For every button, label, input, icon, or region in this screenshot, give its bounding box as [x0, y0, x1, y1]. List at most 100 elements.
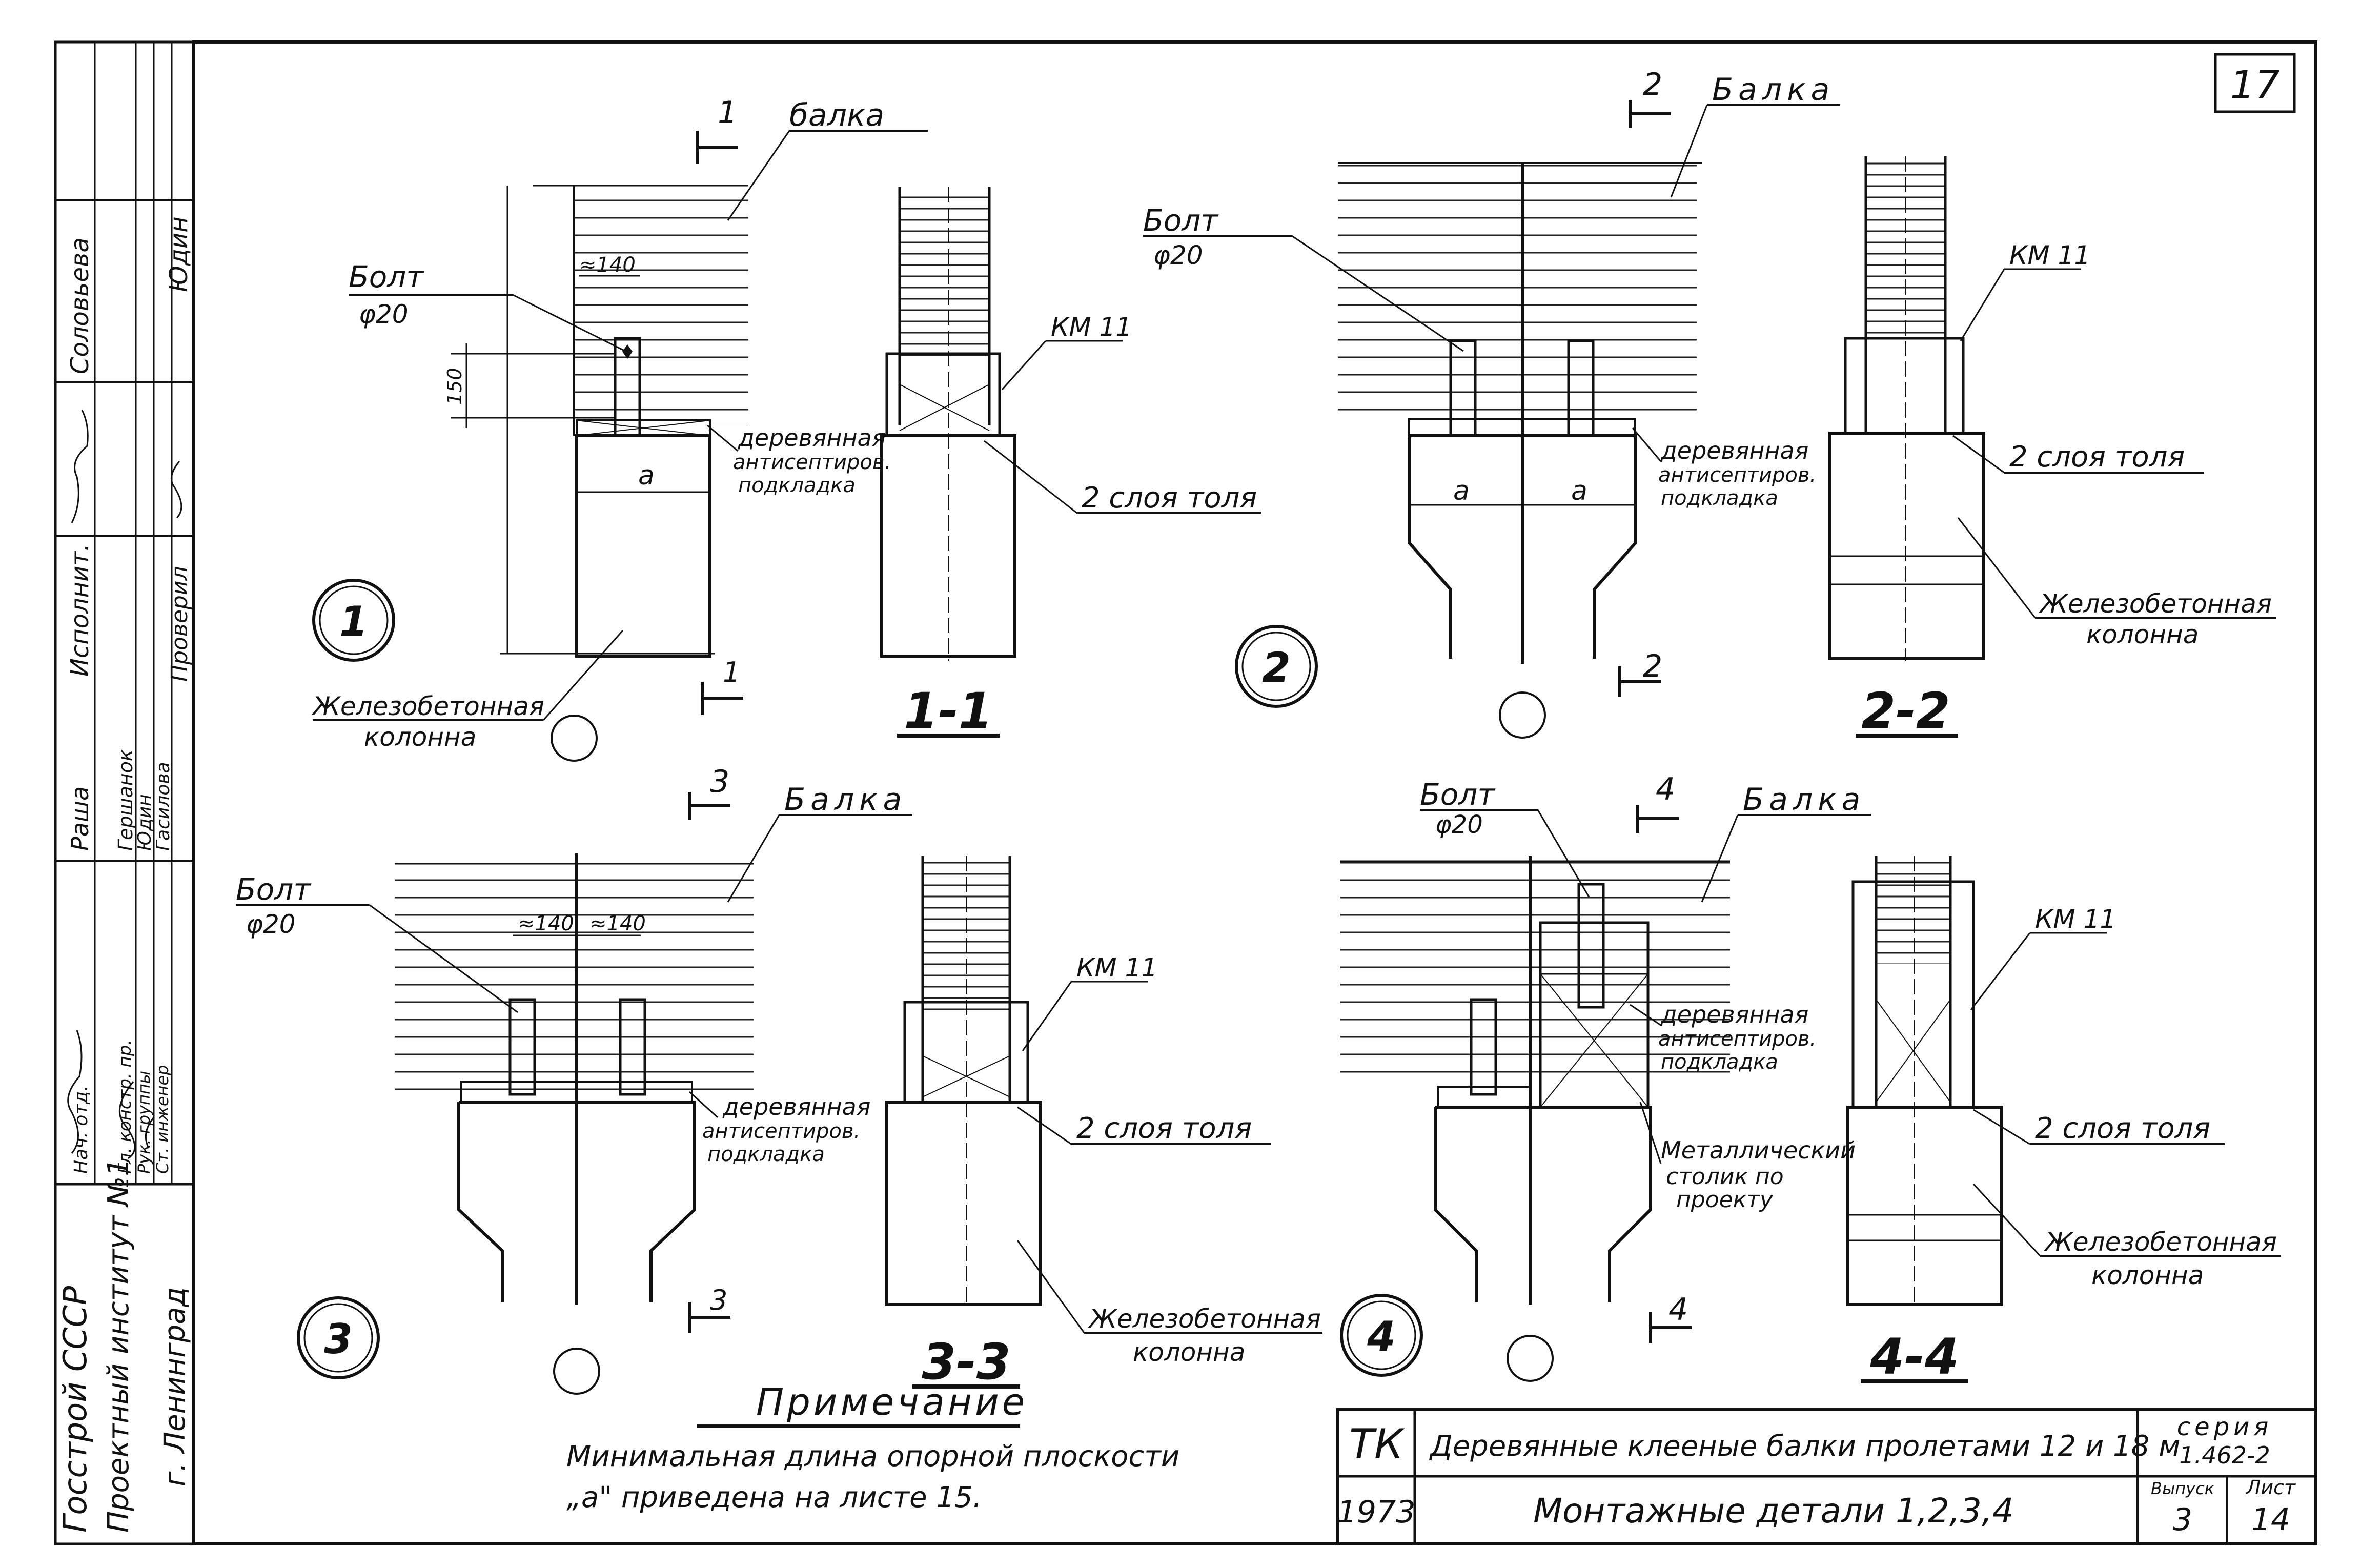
axis-marker-1: [551, 715, 598, 762]
detail-number-1: 1: [339, 598, 368, 645]
label-column-1: Железобетонная: [311, 691, 544, 721]
label-bolt-dia: φ20: [359, 299, 409, 329]
stamp-name2-2: Юдин: [165, 216, 193, 292]
detail-circle-3: [297, 1296, 380, 1379]
tb-title1: Деревянные клееные балки пролетами 12 и …: [1429, 1430, 2180, 1463]
signature-4: [118, 1081, 155, 1159]
dim-a-2a: a: [1453, 476, 1470, 506]
label-steel-3: проекту: [1676, 1187, 1774, 1213]
dim-a-2b: a: [1571, 476, 1587, 506]
label-pad2-1: деревянная: [1660, 437, 1808, 464]
axis-marker-3: [553, 1348, 600, 1395]
sheet-number: 17: [2230, 62, 2280, 108]
tb-issue-label: Выпуск: [2151, 1479, 2215, 1498]
label-column4-2: колонна: [2091, 1260, 2204, 1290]
stamp-role2-1: Исполнит.: [66, 543, 94, 677]
detail-circle-2: [1235, 625, 1318, 708]
stamp-name2-1: Соловьева: [66, 237, 94, 374]
beam-3: [395, 864, 754, 1094]
section-label-4: 4-4: [1869, 1328, 1959, 1386]
section-label-2: 2-2: [1861, 682, 1950, 740]
cut-mark-1b: 1: [723, 656, 740, 688]
stamp-role2-2: Проверил: [167, 566, 193, 682]
signature-3: [170, 461, 182, 519]
cut-mark-4a: 4: [1656, 771, 1675, 807]
tb-title2: Монтажные детали 1,2,3,4: [1533, 1491, 2014, 1531]
side-stamp: Госстрой СССР Проектный институт №1 г. Л…: [55, 42, 194, 1533]
label-bolt-3: Болт: [236, 872, 312, 907]
stamp-name-3: Юдин: [134, 794, 155, 851]
label-pad-2: антисептиров.: [733, 451, 891, 474]
note-title: Примечание: [756, 1380, 1028, 1423]
tb-code: ТК: [1349, 1420, 1405, 1468]
tb-series-label: серия: [2177, 1413, 2272, 1441]
cut-mark-2a: 2: [1643, 67, 1662, 103]
label-km-2: КМ 11: [2009, 240, 2090, 270]
column-3: [457, 1101, 696, 1302]
label-pad3-2: антисептиров.: [702, 1119, 860, 1143]
label-bolt-dia-4: φ20: [1435, 810, 1483, 839]
label-bolt: Болт: [349, 259, 424, 294]
section-4-4: КМ 11 2 слоя толя Железобетонная колонна…: [1846, 856, 2281, 1386]
label-bolt-dia-2: φ20: [1153, 240, 1203, 270]
dim-140-3a: ≈140: [518, 912, 574, 935]
stamp-role-4: Ст. инженер: [153, 1065, 172, 1174]
detail-3: ≈140 ≈140 Балка Болт φ20 деревянная анти…: [236, 764, 912, 1395]
label-roofing-4: 2 слоя толя: [2035, 1112, 2210, 1145]
bolt-icon: [622, 344, 633, 359]
note-line-1: Минимальная длина опорной плоскости: [566, 1440, 1179, 1473]
detail-1: 150 ≈140 a балка Болт φ20 деревянная ант…: [311, 95, 928, 762]
cut-mark-4b: 4: [1668, 1292, 1688, 1328]
cut-mark-1a: 1: [718, 95, 737, 131]
stamp-role-2: Гл. констр. пр.: [115, 1040, 135, 1174]
section-2-2: КМ 11 2 слоя толя Железобетонная колонна…: [1828, 156, 2276, 740]
detail-number-3: 3: [324, 1315, 353, 1363]
cut-mark-3b: 3: [710, 1284, 727, 1316]
axis-marker-4: [1507, 1335, 1554, 1382]
stamp-org1: Госстрой СССР: [56, 1286, 94, 1533]
label-column2-1: Железобетонная: [2039, 589, 2272, 619]
label-bolt-dia-3: φ20: [246, 909, 296, 939]
label-pad2-3: подкладка: [1661, 486, 1778, 510]
section-label-1: 1-1: [904, 682, 992, 740]
tb-series-value: 1.462-2: [2179, 1441, 2270, 1469]
label-column3-1: Железобетонная: [1088, 1304, 1321, 1334]
label-pad-1: деревянная: [738, 424, 886, 452]
label-roofing-3: 2 слоя толя: [1076, 1112, 1252, 1145]
label-steel-2: столик по: [1666, 1164, 1784, 1190]
label-km-3: КМ 11: [1076, 953, 1157, 983]
label-steel-1: Металлический: [1661, 1136, 1856, 1164]
label-column2-2: колонна: [2086, 620, 2199, 649]
column-4: [1434, 1106, 1652, 1302]
label-pad-3: подкладка: [738, 474, 856, 497]
beam-1: [574, 186, 748, 426]
section-3-3: КМ 11 2 слоя толя Железобетонная колонна…: [885, 856, 1322, 1391]
dim-140-3b: ≈140: [589, 912, 646, 935]
label-pad4-1: деревянная: [1660, 1001, 1808, 1028]
signature-2: [67, 1030, 83, 1154]
stamp-name-2: Гершанок: [114, 749, 137, 851]
detail-4: Балка Болт φ20 деревянная антисептиров. …: [1340, 771, 1871, 1382]
label-bolt-4: Болт: [1420, 777, 1496, 812]
note: Примечание Минимальная длина опорной пло…: [566, 1380, 1179, 1514]
stamp-org3: г. Ленинград: [158, 1287, 192, 1486]
cut-mark-3a: 3: [710, 764, 729, 800]
section-1-1: КМ 11 2 слоя толя 1-1: [880, 187, 1261, 740]
label-column-2: колонна: [364, 722, 476, 752]
label-roofing-1: 2 слоя толя: [1082, 481, 1257, 515]
label-column4-1: Железобетонная: [2044, 1227, 2277, 1257]
label-pad3-1: деревянная: [722, 1093, 870, 1121]
label-pad2-2: антисептиров.: [1658, 463, 1816, 487]
detail-number-4: 4: [1367, 1313, 1396, 1360]
axis-marker-2: [1499, 691, 1546, 739]
dim-a: a: [638, 460, 655, 491]
label-beam: балка: [789, 97, 884, 133]
label-km-1: КМ 11: [1051, 312, 1132, 342]
stamp-name-1: Раша: [66, 786, 94, 851]
label-bolt-2: Болт: [1143, 203, 1219, 238]
detail-circle-1: [312, 579, 395, 662]
label-km-4: КМ 11: [2035, 904, 2116, 934]
label-beam-3: Балка: [784, 782, 907, 818]
sheet-number-box: [2214, 53, 2296, 113]
